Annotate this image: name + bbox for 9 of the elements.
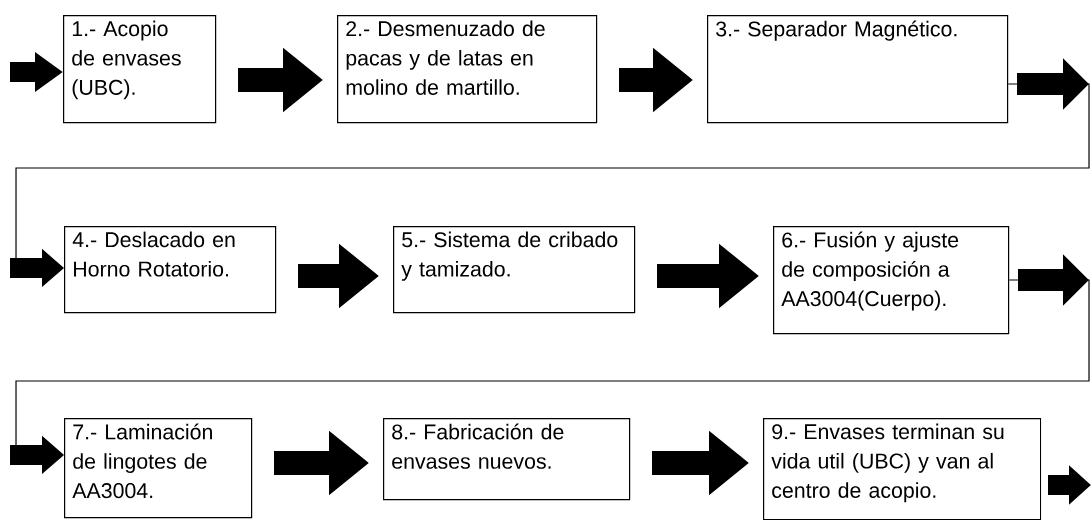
process-box: 8.- Fabricación de envases nuevos.: [383, 418, 631, 501]
process-box: 9.- Envases terminan su vida util (UBC) y van al centro de acopio.: [763, 418, 1042, 520]
process-box: 4.- Deslacado en Horno Rotatorio.: [64, 226, 277, 314]
process-box: 3.- Separador Magnético.: [707, 15, 1009, 124]
process-box: 5.- Sistema de cribado y tamizado.: [393, 226, 636, 314]
process-box: 1.- Acopio de envases (UBC).: [63, 15, 217, 124]
process-box: 2.- Desmenuzado de pacas y de latas en molino de martillo.: [337, 15, 598, 124]
process-box: 6.- Fusión y ajuste de composición a AA3004(Cuerpo).: [773, 226, 1010, 335]
process-box: 7.- Laminación de lingotes de AA3004.: [64, 418, 253, 519]
